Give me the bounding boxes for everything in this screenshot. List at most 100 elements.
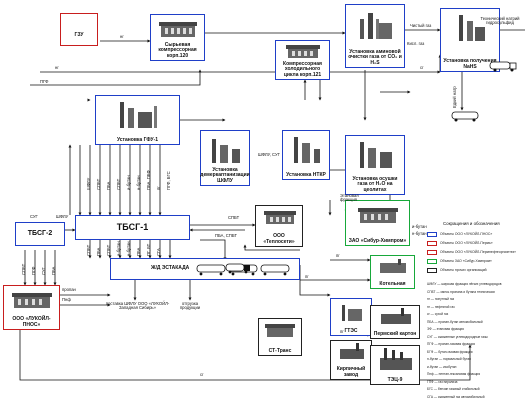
- legend-entry-text: Объекты ЗАО «Сибур-Химпром»: [440, 259, 492, 263]
- node-zeolite: Установка осушки газа от H₂O на цеолитах: [345, 135, 405, 195]
- gfu-output-label: и-бутан: [126, 175, 131, 190]
- legend-abbreviation: ЭФ — этановая фракция: [427, 327, 464, 331]
- node-brick-label: Кирпичный завод: [336, 366, 366, 378]
- left-flow-label: СПБТ: [21, 263, 26, 275]
- tanker-truck-icon: [225, 263, 250, 274]
- node-gzu-label: ГЗУ: [74, 31, 84, 38]
- legend-abbreviation: СПБТ — смесь пропана и бутана технически…: [427, 289, 496, 294]
- legend-abbreviation: СГА — сжиженный газ автомобильный: [427, 394, 485, 399]
- gfu-output-label: пг: [156, 186, 161, 190]
- gfu-output-label: ШФЛУ: [86, 177, 91, 190]
- legend-swatch: [427, 259, 437, 264]
- node-perm-carton: Пермский картон: [370, 305, 420, 339]
- flow-label-acid-gas: Кисл. газ: [407, 41, 425, 46]
- node-gtes: ГТЭС: [330, 298, 372, 336]
- node-teploseti: ООО «Теплосети»: [255, 205, 303, 247]
- flow-label-shflu-sug: ШФЛУ, СУГ: [258, 152, 280, 157]
- legend-swatch: [427, 232, 437, 237]
- left-flow-label: ПГФ: [31, 266, 36, 275]
- gfu-output-label: СПБТ: [96, 178, 101, 190]
- node-cold-compressor-label: Компрессорная холодильного цикла корп.12…: [283, 60, 322, 78]
- node-tbsg1-label: ТБСГ-1: [116, 221, 149, 232]
- legend-abbreviation: СУГ — сжиженные углеводородные газы: [427, 334, 488, 339]
- tanker-truck-icon: [489, 61, 517, 72]
- flow-label-shflu-left: ШФЛУ: [56, 214, 69, 219]
- node-ntkr: Установка НТКР: [282, 130, 330, 180]
- plant-icon: [459, 15, 485, 41]
- building-icon: [358, 208, 398, 223]
- supply-shflu-label: поставка ШФЛУ ООО «ЛУКОЙЛ-Западная Сибир…: [105, 301, 170, 311]
- legend-abbreviation: нг — нефтяной газ: [427, 304, 455, 309]
- railway-input-label: ПГ, БТ: [146, 243, 151, 256]
- plant-icon: [360, 13, 392, 39]
- building-icon: [380, 259, 406, 273]
- node-perm-carton-label: Пермский картон: [373, 330, 417, 337]
- legend-entry-text: Объекты ООО «ЛУКОЙЛ-ПНОС»: [440, 232, 493, 236]
- flow-label-sg-bottom: сг: [200, 372, 204, 377]
- railway-input-label: СПБТ: [106, 244, 111, 256]
- gfu-output-label: СПБТ: [116, 178, 121, 190]
- gfu-output-label: ПБА: [106, 181, 111, 190]
- node-raw-compressor-label: Сырьевая компрессорная корп.120: [158, 41, 197, 59]
- flow-label-propan: пропан: [62, 287, 76, 292]
- rail-tank-icon: [451, 111, 479, 122]
- node-sibur-label: ЗАО «Сибур-Химпром»: [348, 237, 407, 244]
- node-amine: Установка аминовой очистки газа от CO₂ и…: [345, 4, 405, 68]
- flow-label-sug-left: СУГ: [30, 214, 38, 219]
- legend-entry-text: Объекты ООО «ЛУКОЙЛ-Пермнефтеоргсинтез»: [440, 250, 516, 254]
- node-cold-compressor: Компрессорная холодильного цикла корп.12…: [275, 40, 330, 80]
- legend-abbreviation: ПГФ — пропан-газовая фракция: [427, 342, 475, 346]
- node-lukoil-label: ООО «ЛУКОЙЛ-ПНОС»: [12, 316, 51, 328]
- node-nahs-label: Установка получения NaHS: [443, 58, 497, 70]
- ship-products-label: отгрузка продукции: [179, 301, 201, 311]
- node-gtes-label: ГТЭС: [344, 327, 358, 334]
- flow-label-ng-gzu: нг: [120, 34, 124, 39]
- left-flow-label: ПБА: [51, 266, 56, 275]
- legend-entry-text: Объекты прочих организаций: [440, 268, 487, 272]
- railway-input-label: СГА: [156, 248, 161, 256]
- node-raw-compressor: Сырьевая компрессорная корп.120: [150, 14, 205, 61]
- legend-abbreviation: ШФЛУ — широкая фракция лёгких углеводоро…: [427, 282, 502, 286]
- node-gzu: ГЗУ: [60, 13, 98, 46]
- legend-swatch: [427, 268, 437, 273]
- plant-icon: [342, 305, 362, 321]
- plant-icon: [212, 139, 240, 163]
- legend-abbreviation: и-бутан — изобутан: [427, 364, 457, 369]
- flow-label-caustic: Едкий натр: [452, 86, 457, 108]
- flow-label-pnf: Пнф: [62, 297, 71, 302]
- flow-label-nbutan-sibur: н-бутан: [412, 231, 427, 236]
- legend: Сокращения и обозначения Объекты ООО «ЛУ…: [425, 221, 523, 412]
- node-kotelnaya-label: Котельная: [379, 280, 406, 287]
- railway-input-label: н-бутан: [126, 241, 131, 256]
- node-sibur: ЗАО «Сибур-Химпром»: [345, 200, 410, 246]
- node-demerk: Установка демеркаптанизации ШФЛУ: [200, 130, 250, 186]
- legend-abbreviation: ПБА — пропан-бутан автомобильный: [427, 319, 483, 324]
- node-nahs: Установка получения NaHS: [440, 8, 500, 72]
- node-gfu1-label: Установка ГФУ-1: [116, 136, 159, 143]
- legend-swatch: [427, 250, 437, 255]
- railway-input-label: ПБА: [96, 247, 101, 256]
- flow-label-pg-kotel: пг: [336, 253, 340, 258]
- plant-icon: [360, 142, 392, 168]
- building-icon: [286, 45, 320, 58]
- node-tec9: ТЭЦ-9: [370, 345, 420, 385]
- building-icon: [264, 211, 296, 224]
- node-tbsg2-label: ТБСГ-2: [27, 230, 53, 238]
- node-railway-label: Ж/Д ЭСТАКАДА: [151, 265, 190, 272]
- node-tec9-label: ТЭЦ-9: [387, 376, 403, 383]
- building-icon: [265, 324, 295, 337]
- building-icon: [159, 22, 197, 37]
- flow-label-clean-gas: Чистый газ: [410, 23, 432, 28]
- flow-label-pg-carton: пг: [340, 329, 344, 334]
- plant-icon: [120, 102, 157, 128]
- node-lukoil: ООО «ЛУКОЙЛ-ПНОС»: [3, 285, 60, 330]
- node-tbsg1: ТБСГ-1: [75, 215, 190, 240]
- legend-abbreviation: БГС — бензин газовый стабильный: [427, 387, 480, 391]
- legend-abbreviation: ГПФ — газ пиролиза: [427, 379, 458, 384]
- flow-label-ibutan-sibur: и-бутан: [412, 224, 427, 229]
- node-demerk-label: Установка демеркаптанизации ШФЛУ: [200, 166, 250, 184]
- node-zeolite-label: Установка осушки газа от H₂O на цеолитах: [352, 175, 398, 193]
- flow-label-ethane: Этановая фракция: [340, 193, 359, 203]
- flow-label-pg-gtes: пг: [305, 274, 309, 279]
- legend-abbreviation: сг — сухой газ: [427, 312, 449, 316]
